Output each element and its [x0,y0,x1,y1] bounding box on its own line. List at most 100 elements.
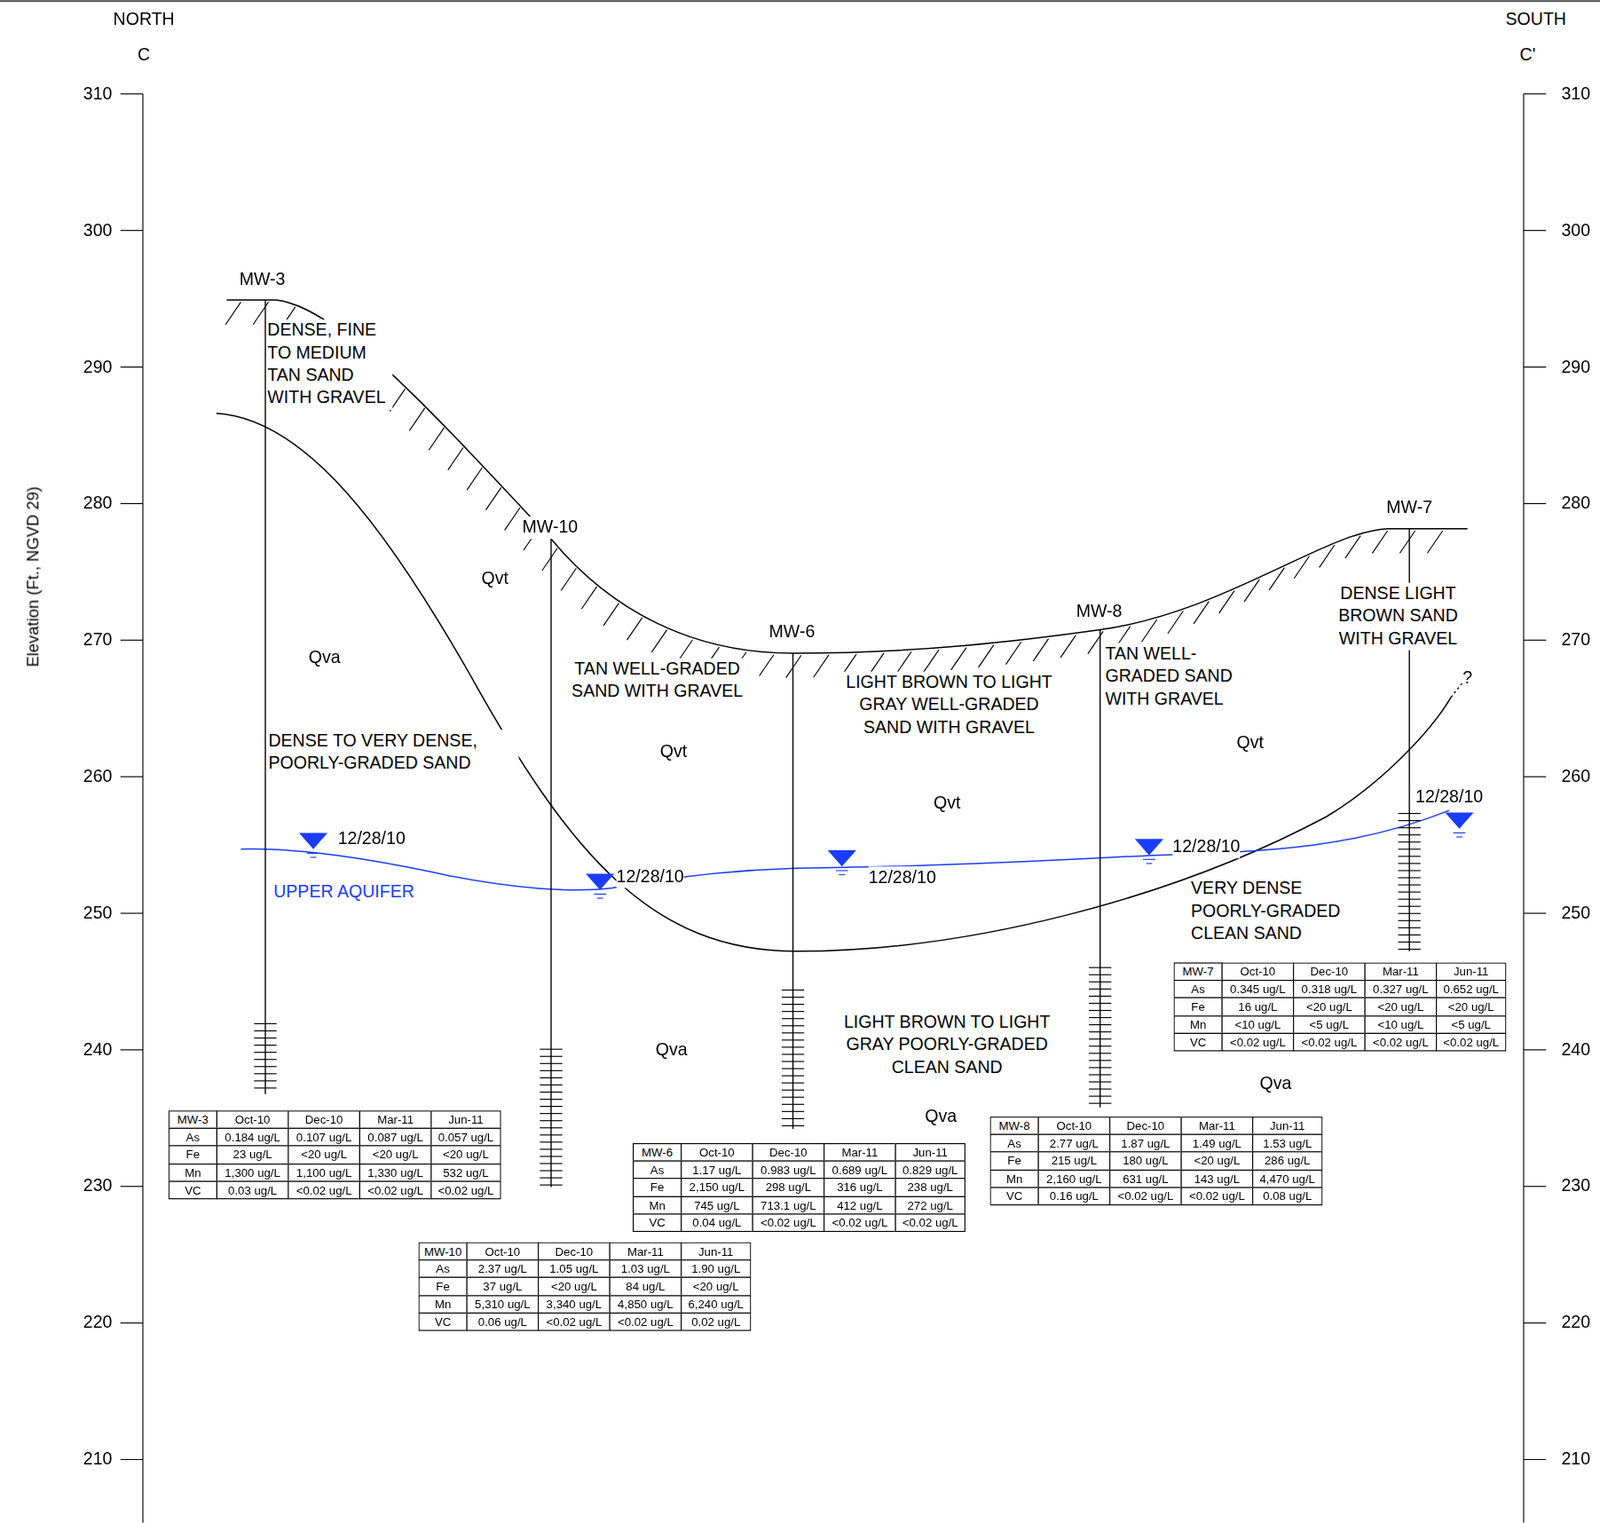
stroke [539,1105,562,1107]
stroke [1398,913,1421,915]
table-cell: MW-3 [168,1110,218,1129]
stroke [253,1044,276,1046]
table-cell: 713.1 ug/L [752,1195,826,1214]
table-cell: 745 ug/L [680,1195,754,1214]
stroke [253,1079,276,1081]
table-cell: <20 ug/L [359,1145,433,1165]
soil-description: LIGHT BROWN TO LIGHT GRAY WELL-GRADED SA… [839,671,1059,740]
stroke [781,1096,804,1098]
stroke [1398,819,1421,821]
stroke [1399,530,1415,553]
stroke [539,1119,562,1121]
table-cell: Dec-10 [287,1110,361,1129]
table-cell: 5,310 ug/L [466,1294,540,1314]
table-cell: Fe [168,1145,218,1165]
table-cell: 0.06 ug/L [466,1312,540,1332]
stroke [781,1118,804,1120]
table-cell: 412 ug/L [823,1195,897,1214]
table-cell: <0.02 ug/L [823,1213,897,1232]
stroke [1088,988,1112,990]
water-level-date: 12/28/10 [1415,786,1483,809]
stroke [253,1051,276,1053]
stroke [539,1084,562,1086]
table-cell: 0.184 ug/L [216,1127,290,1147]
table-cell: 1.87 ug/L [1109,1134,1183,1153]
ground-hatching [225,301,1443,678]
table-cell: VC [1174,1032,1223,1052]
stroke [593,893,607,895]
aquifer-label: UPPER AQUIFER [273,880,415,903]
table-cell: <20 ug/L [1292,997,1366,1017]
stroke [253,1030,276,1032]
table-cell: 238 ug/L [895,1178,966,1198]
stroke [835,869,849,871]
stroke [1398,898,1421,900]
stroke [1523,1048,1546,1050]
stroke [603,603,619,626]
direction-label: NORTH [113,7,175,31]
stroke [1088,1009,1112,1011]
table-cell: 1.05 ug/L [537,1259,611,1278]
stroke [1060,635,1076,658]
table-cell: 37 ug/L [466,1276,540,1296]
table-cell: <20 ug/L [1181,1151,1254,1171]
table-cell: 2,150 ug/L [680,1178,754,1198]
table-cell: As [168,1127,218,1147]
table-cell: 0.107 ug/L [287,1127,361,1147]
table-cell: 84 ug/L [609,1276,683,1296]
stroke [781,1082,804,1084]
soil-description: DENSE, FINE TO MEDIUM TAN SAND WITH GRAV… [267,319,392,410]
elevation-value: 270 [1561,629,1592,652]
table-cell: VC [632,1213,682,1232]
stroke [1005,641,1021,664]
table-cell: 1,100 ug/L [287,1163,361,1183]
table-cell: 1.03 ug/L [609,1259,683,1278]
table-cell: Jun-11 [895,1142,966,1162]
stroke [1398,827,1421,828]
table-cell: 6,240 ug/L [680,1294,751,1314]
table-cell: <0.02 ug/L [287,1180,361,1199]
stroke [1398,948,1421,950]
table-cell: Fe [418,1276,468,1296]
table-cell: As [1174,979,1223,999]
stroke [539,1056,562,1057]
stroke [1141,619,1157,642]
stroke [120,639,143,641]
table-cell: Mar-11 [1181,1116,1254,1135]
stroke [781,1089,804,1091]
stroke [253,1023,276,1025]
unit-label: Qva [1260,1072,1293,1096]
stroke [1088,995,1112,997]
table-cell: 2.37 ug/L [466,1259,540,1278]
stroke [781,989,804,991]
stroke [1145,862,1152,864]
table-cell: <0.02 ug/L [1181,1186,1254,1206]
stroke [1088,1087,1112,1089]
elevation-value: 220 [83,1311,113,1334]
table-cell: 1.49 ug/L [1181,1134,1254,1153]
table-cell: <20 ug/L [430,1145,501,1165]
frame-line [0,0,1600,1]
stroke [1088,1052,1112,1054]
unit-label: Qva [655,1039,688,1062]
table-cell: 0.983 ug/L [752,1160,826,1180]
elevation-value: 240 [1561,1038,1592,1061]
table-cell: VC [990,1186,1040,1206]
table-cell: Oct-10 [1221,961,1295,981]
stroke [539,1177,562,1179]
table-cell: 286 ug/L [1252,1151,1323,1171]
stroke [307,852,320,854]
elevation-value: 300 [1561,219,1592,242]
stroke [786,654,802,678]
elevation-value: 210 [1561,1448,1592,1471]
table-cell: 0.087 ug/L [359,1127,433,1147]
table-cell: 2.77 ug/L [1038,1134,1112,1153]
stroke [978,645,994,668]
elevation-axis [1522,94,1524,1523]
stroke [781,1125,804,1127]
stroke [1345,535,1361,559]
stroke [504,507,521,530]
table-cell: 1.17 ug/L [680,1160,754,1180]
stroke [1088,967,1112,969]
